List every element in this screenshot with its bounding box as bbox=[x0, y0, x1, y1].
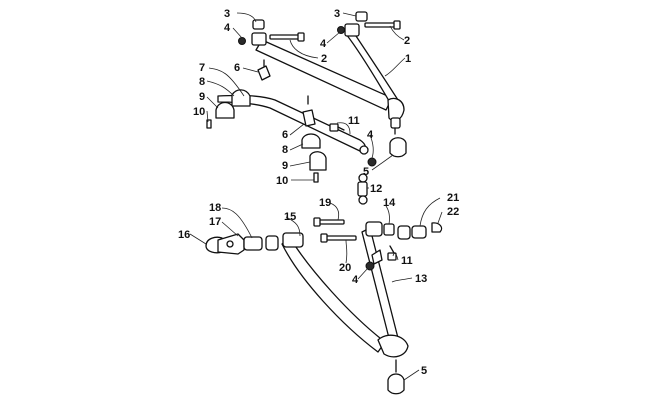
upper-nuts bbox=[238, 26, 345, 45]
callout-16: 16 bbox=[178, 229, 190, 241]
upper-bushing-caps bbox=[252, 11, 368, 30]
end-link-12 bbox=[357, 173, 368, 205]
callout-5: 5 bbox=[421, 365, 427, 377]
callout-4: 4 bbox=[320, 38, 327, 50]
lower-bushings-left bbox=[205, 233, 279, 255]
callout-10: 10 bbox=[276, 175, 288, 187]
callout-21: 21 bbox=[447, 192, 459, 204]
callout-4: 4 bbox=[224, 22, 231, 34]
upper-a-arm bbox=[251, 23, 405, 135]
callout-3: 3 bbox=[224, 8, 230, 20]
callout-20: 20 bbox=[339, 262, 351, 274]
callout-11: 11 bbox=[401, 255, 413, 267]
callout-9: 9 bbox=[199, 91, 205, 103]
spacer-14 bbox=[383, 223, 395, 236]
callout-14: 14 bbox=[383, 197, 396, 209]
callout-2: 2 bbox=[321, 53, 327, 65]
leader-lines bbox=[189, 12, 443, 381]
boot-5-lower bbox=[387, 359, 405, 395]
callout-1: 1 bbox=[405, 53, 411, 65]
callout-18: 18 bbox=[209, 202, 221, 214]
sway-bar-clamp-center bbox=[301, 95, 327, 183]
callout-6: 6 bbox=[234, 62, 240, 74]
cap-22 bbox=[431, 222, 443, 233]
callout-2: 2 bbox=[404, 35, 410, 47]
sway-bar-clamp-left bbox=[206, 59, 271, 129]
callout-13: 13 bbox=[415, 273, 427, 285]
callout-labels: 3 4 3 4 2 2 1 7 6 8 9 10 11 4 6 8 9 10 5… bbox=[178, 8, 459, 377]
callout-17: 17 bbox=[209, 216, 221, 228]
callout-8: 8 bbox=[199, 76, 205, 88]
callout-9: 9 bbox=[282, 160, 288, 172]
bolt-11-upper bbox=[329, 123, 345, 132]
callout-3: 3 bbox=[334, 8, 340, 20]
upper-bolts bbox=[269, 20, 401, 42]
callout-4: 4 bbox=[352, 274, 359, 286]
callout-10: 10 bbox=[193, 106, 205, 118]
bolt-19 bbox=[313, 217, 345, 227]
nut-4-mid bbox=[367, 157, 377, 167]
bolt-20 bbox=[320, 233, 357, 243]
bolt-11-lower bbox=[387, 245, 397, 261]
boot-5-upper bbox=[389, 137, 407, 158]
callout-11: 11 bbox=[348, 115, 360, 127]
callout-22: 22 bbox=[447, 206, 459, 218]
lower-a-arm bbox=[281, 221, 409, 358]
callout-6: 6 bbox=[282, 129, 288, 141]
callout-5: 5 bbox=[363, 166, 369, 178]
callout-7: 7 bbox=[199, 62, 205, 74]
callout-12: 12 bbox=[370, 183, 382, 195]
callout-4: 4 bbox=[367, 129, 374, 141]
callout-15: 15 bbox=[284, 211, 296, 223]
bushings-21 bbox=[397, 225, 427, 240]
callout-8: 8 bbox=[282, 144, 288, 156]
callout-19: 19 bbox=[319, 197, 331, 209]
